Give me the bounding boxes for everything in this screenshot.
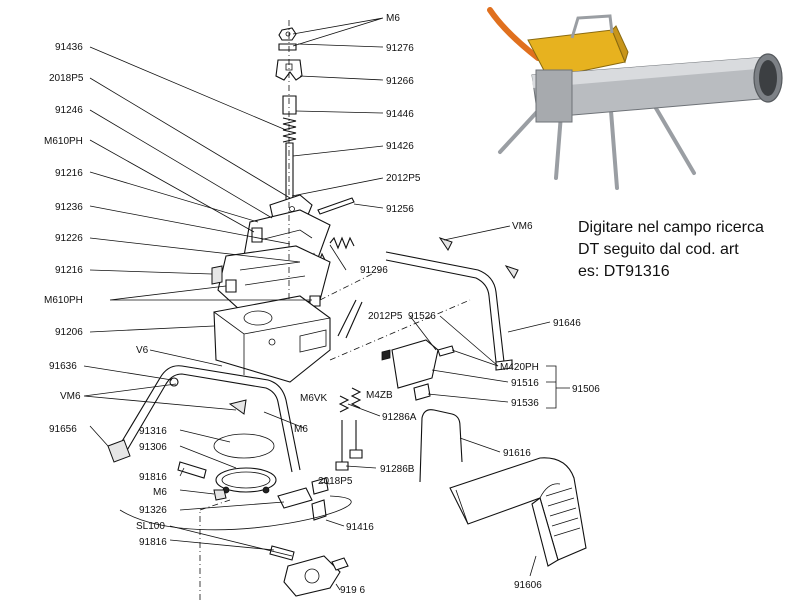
label-91256: 91256: [386, 204, 414, 215]
label-sl100: SL100: [136, 521, 165, 532]
label-91206: 91206: [55, 327, 83, 338]
bolt-m610ph: [251, 227, 263, 243]
pipe-91816-lower: [269, 545, 295, 561]
bracket-91516: [391, 339, 439, 389]
fitting-2018p5: [311, 477, 329, 495]
carry-handle: [570, 14, 614, 39]
label-m4zb: M4ZB: [366, 390, 393, 401]
label-91656: 91656: [49, 424, 77, 435]
label-2012p5-mid: 2012P5: [368, 311, 403, 322]
gas-hose: [487, 7, 541, 61]
label-m6vk: M6VK: [300, 393, 328, 404]
label-91276: 91276: [386, 43, 414, 54]
photo-leg: [648, 96, 696, 175]
label-m6-bottom: M6: [153, 487, 167, 498]
label-91536: 91536: [511, 398, 539, 409]
leader-lines: [83, 17, 570, 591]
label-91446: 91446: [386, 109, 414, 120]
label-2018p5-top: 2018P5: [49, 73, 84, 84]
label-919-6: 919 6: [340, 585, 365, 596]
top-assembly: [211, 27, 355, 311]
label-vm6-left: VM6: [60, 391, 81, 402]
instruction-line-2: DT seguito dal cod. art: [578, 241, 739, 258]
label-91436: 91436: [55, 42, 83, 53]
spring-91296: [329, 236, 355, 250]
mid-leg: [337, 299, 363, 339]
label-91526: 91526: [408, 311, 436, 322]
leg-91636: [117, 365, 301, 471]
pipe-91816: [177, 461, 207, 479]
pin-91256: [317, 197, 355, 215]
spring-91286a: [338, 395, 350, 413]
roller-91536: [413, 383, 431, 401]
mid-right-parts: [335, 339, 463, 483]
screw-m420ph: [437, 345, 455, 357]
label-91616: 91616: [503, 448, 531, 459]
label-91236: 91236: [55, 202, 83, 213]
main-body-91206: [213, 295, 331, 383]
end-cap-91656: [107, 439, 131, 463]
label-91226: 91226: [55, 233, 83, 244]
label-91816-top: 91816: [139, 472, 167, 483]
label-2012p5-top: 2012P5: [386, 173, 421, 184]
photo-leg: [608, 96, 619, 190]
instruction-line-3: es: DT91316: [578, 263, 670, 280]
nut-m6: [278, 27, 297, 41]
wing-nut-vm6-left: [228, 399, 247, 415]
leg-91646: [385, 251, 505, 363]
hose-sl100: [119, 495, 352, 531]
valve-91326: [277, 487, 313, 509]
burner-assembly: [119, 433, 352, 597]
bolt-m610ph-mid: [225, 279, 237, 293]
label-91246: 91246: [55, 105, 83, 116]
gasket-91316: [213, 433, 275, 459]
label-91516: 91516: [511, 378, 539, 389]
label-91216-mid: 91216: [55, 265, 83, 276]
label-91506: 91506: [572, 384, 600, 395]
label-91266: 91266: [386, 76, 414, 87]
label-91646: 91646: [553, 318, 581, 329]
label-91316: 91316: [139, 426, 167, 437]
cover-91606: [449, 457, 587, 567]
frame-legs: [107, 237, 519, 473]
product-photo: [487, 7, 783, 190]
regulator-919-6: [283, 555, 341, 597]
label-m610ph-mid: M610PH: [44, 295, 83, 306]
bolt-91216: [211, 265, 223, 285]
label-91306: 91306: [139, 442, 167, 453]
label-m6-top: M6: [386, 13, 400, 24]
label-m6-mid: M6: [294, 424, 308, 435]
washer: [278, 43, 297, 51]
nut-m6-bottom: [213, 489, 227, 501]
rod-91286b: [341, 420, 357, 462]
label-91326: 91326: [139, 505, 167, 516]
label-91296: 91296: [360, 265, 388, 276]
nozzle-91416: [311, 499, 327, 521]
label-91416: 91416: [346, 522, 374, 533]
label-m420ph: M420PH: [500, 362, 539, 373]
label-2018p5-bottom: 2018P5: [318, 476, 353, 487]
sleeve-91446: [282, 95, 297, 115]
instruction-line-1: Digitare nel campo ricerca: [578, 219, 764, 236]
label-91426: 91426: [386, 141, 414, 152]
label-91286a: 91286A: [382, 412, 417, 423]
label-v6: V6: [136, 345, 149, 356]
label-91636: 91636: [49, 361, 77, 372]
part-labels: M6 91276 91266 91446 91426 2012P5 91256 …: [44, 13, 600, 596]
label-vm6-right: VM6: [512, 221, 533, 232]
wing-nut-vm6: [438, 237, 453, 251]
label-91606: 91606: [514, 580, 542, 591]
label-91216-top: 91216: [55, 168, 83, 179]
label-91816-bottom: 91816: [139, 537, 167, 548]
label-91286b: 91286B: [380, 464, 415, 475]
label-m610ph-top: M610PH: [44, 136, 83, 147]
search-instructions: Digitare nel campo ricerca DT seguito da…: [578, 217, 798, 283]
spring-91436: [282, 117, 297, 143]
rod-91426: [285, 142, 294, 201]
wire-bracket-91616: [419, 409, 463, 483]
